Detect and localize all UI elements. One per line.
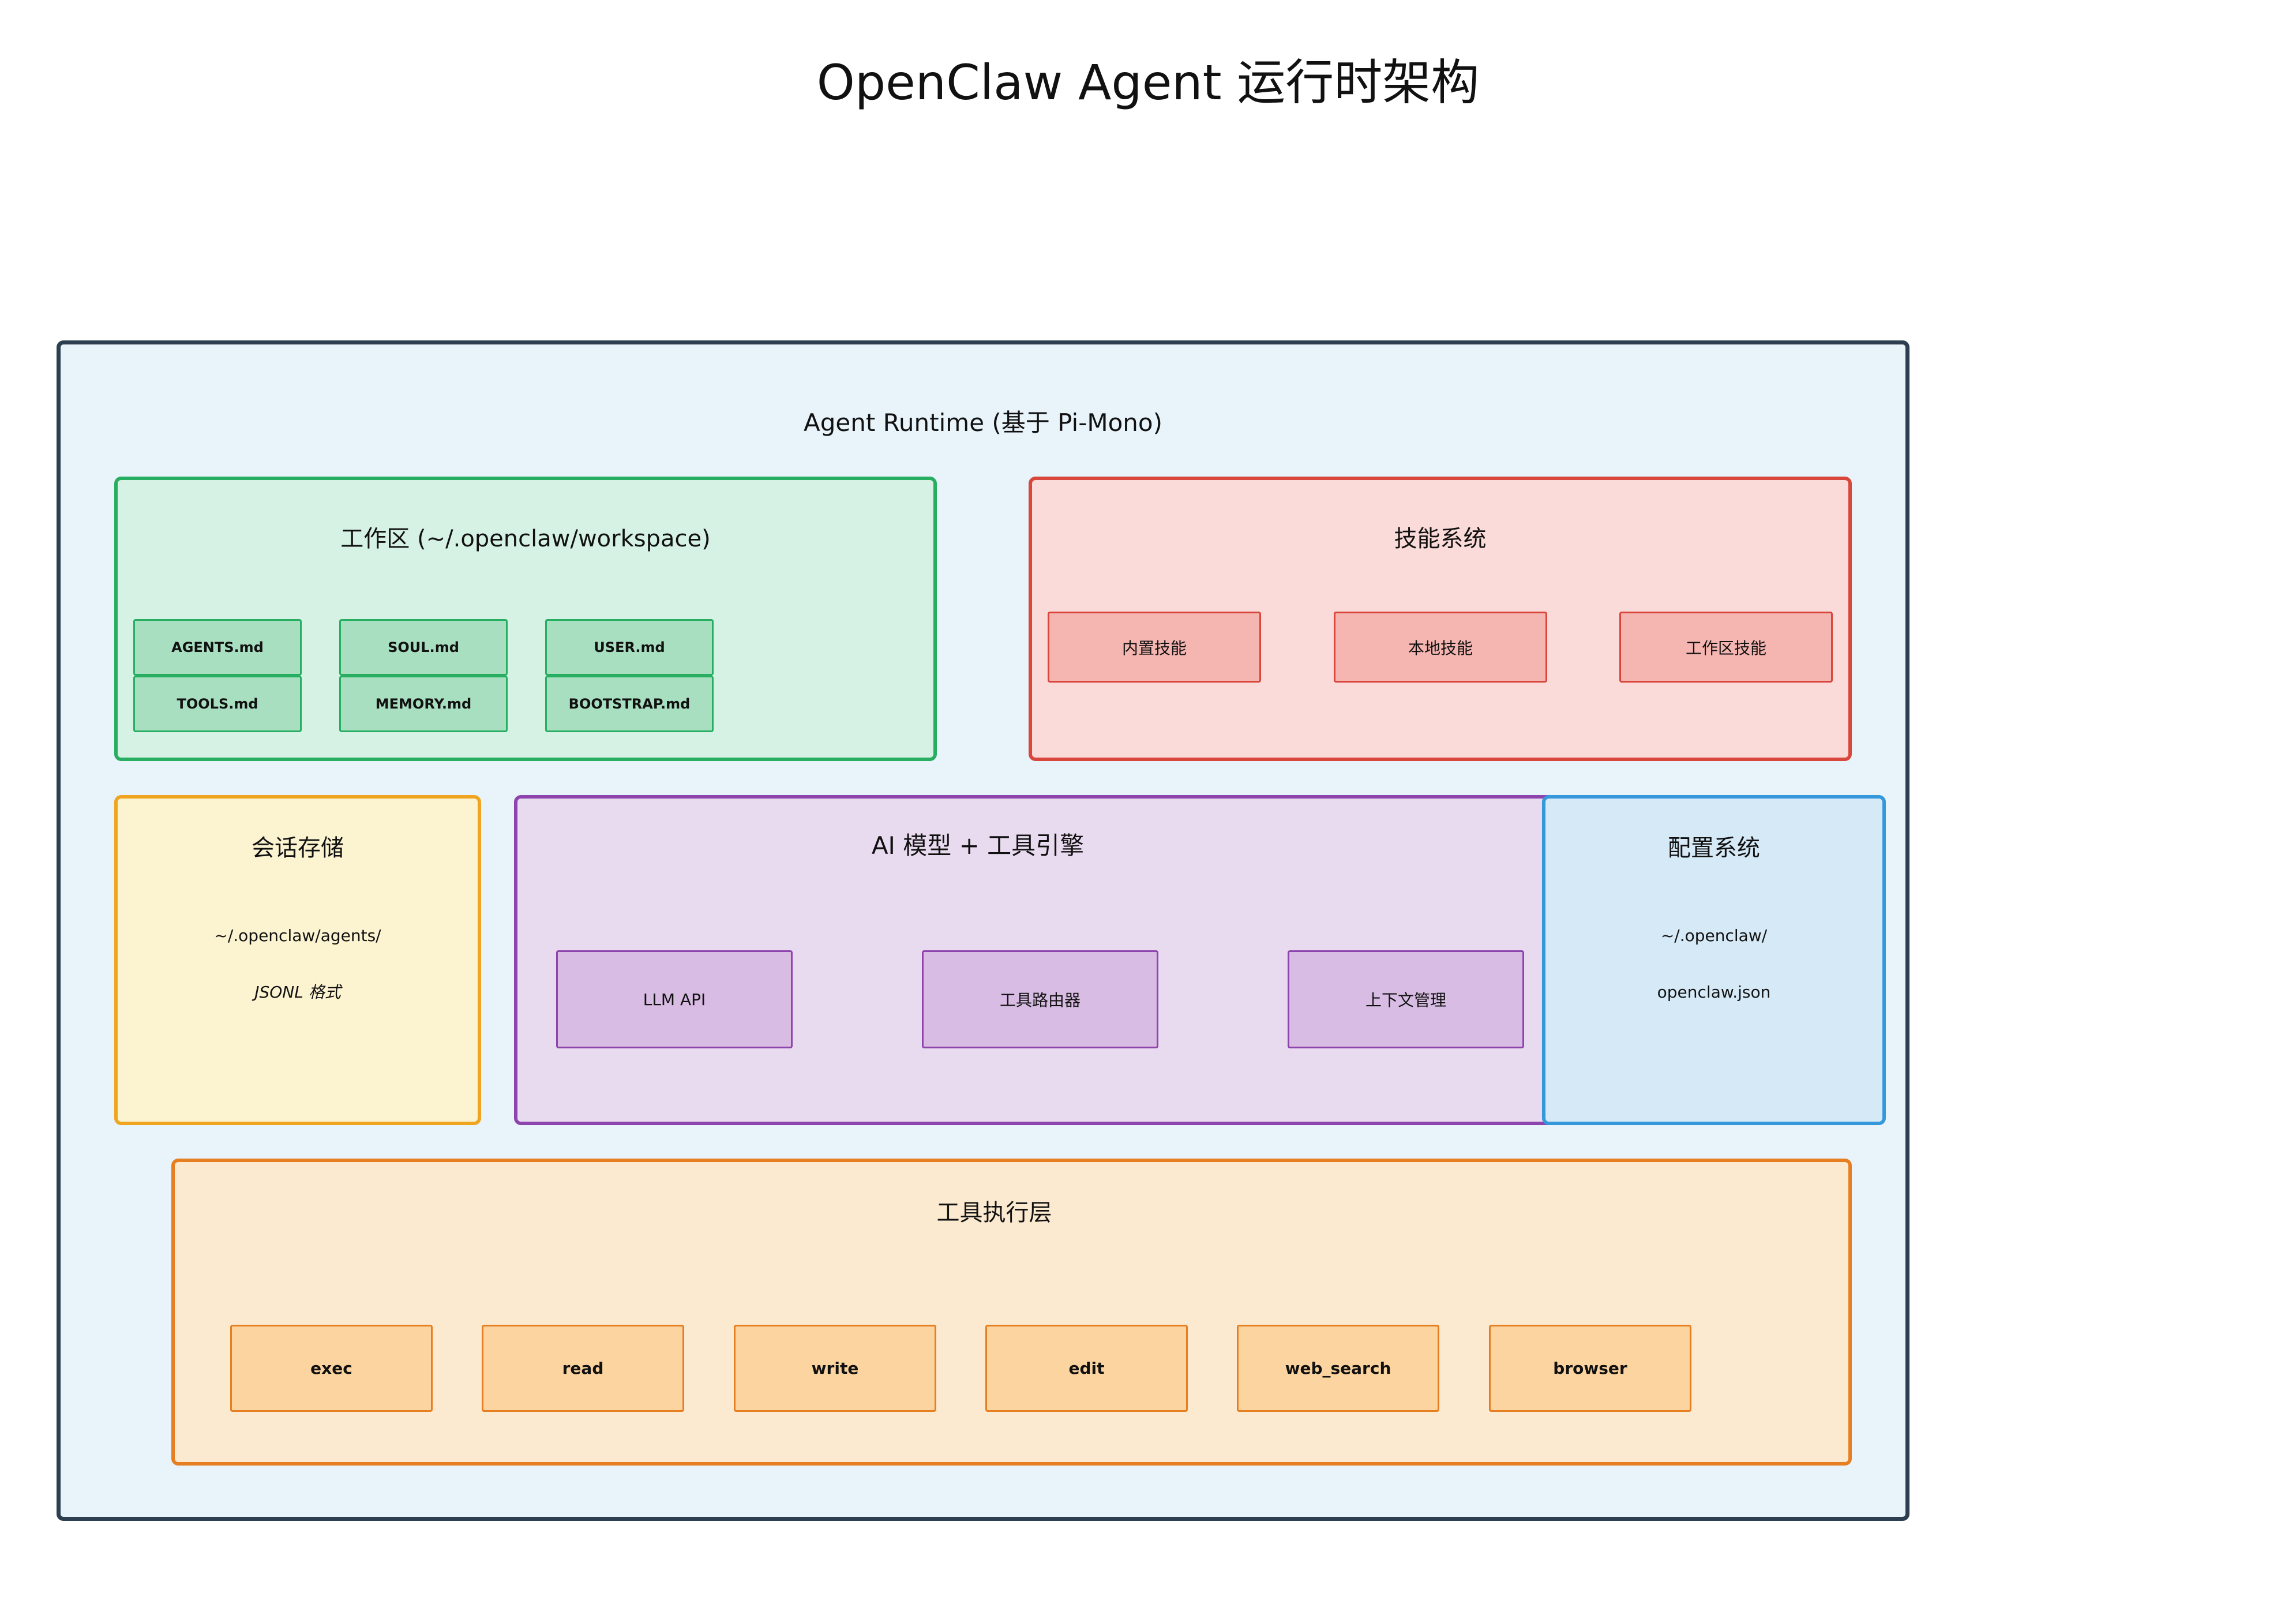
workspace-panel: 工作区 (~/.openclaw/workspace) (114, 477, 937, 761)
tool-edit: edit (985, 1325, 1188, 1412)
skills-title: 技能系统 (1394, 526, 1487, 552)
file-soul-md: SOUL.md (339, 619, 508, 676)
file-user-md: USER.md (545, 619, 714, 676)
engine-title: AI 模型 + 工具引擎 (871, 831, 1085, 860)
workspace-title: 工作区 (~/.openclaw/workspace) (340, 526, 711, 552)
session-format: JSONL 格式 (254, 983, 341, 1002)
file-bootstrap-md: BOOTSTRAP.md (545, 676, 714, 732)
skill-local: 本地技能 (1334, 612, 1547, 683)
tool-read: read (482, 1325, 684, 1412)
tool-web-search: web_search (1237, 1325, 1439, 1412)
engine-llm-api: LLM API (556, 950, 793, 1048)
tool-exec: exec (230, 1325, 433, 1412)
config-file: openclaw.json (1657, 983, 1771, 1002)
config-panel: 配置系统 ~/.openclaw/ openclaw.json (1542, 795, 1886, 1125)
session-path: ~/.openclaw/agents/ (214, 926, 381, 945)
skill-workspace: 工作区技能 (1619, 612, 1833, 683)
session-title: 会话存储 (252, 835, 344, 861)
tools-panel: 工具执行层 (171, 1159, 1852, 1466)
engine-tool-router: 工具路由器 (922, 950, 1158, 1048)
skill-builtin: 内置技能 (1048, 612, 1261, 683)
config-dir: ~/.openclaw/ (1660, 926, 1768, 945)
diagram-title: OpenClaw Agent 运行时架构 (816, 54, 1480, 111)
tool-write: write (734, 1325, 936, 1412)
engine-context-manager: 上下文管理 (1288, 950, 1524, 1048)
file-memory-md: MEMORY.md (339, 676, 508, 732)
file-tools-md: TOOLS.md (133, 676, 302, 732)
session-panel: 会话存储 ~/.openclaw/agents/ JSONL 格式 (114, 795, 481, 1125)
config-title: 配置系统 (1668, 835, 1760, 861)
file-agents-md: AGENTS.md (133, 619, 302, 676)
tool-browser: browser (1489, 1325, 1691, 1412)
tools-title: 工具执行层 (936, 1200, 1052, 1226)
runtime-title: Agent Runtime (基于 Pi-Mono) (803, 409, 1163, 437)
